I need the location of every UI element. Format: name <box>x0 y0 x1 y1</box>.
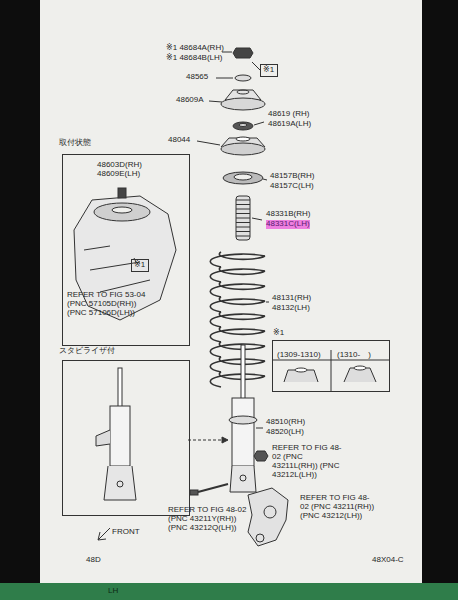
label-slot: 48D <box>86 556 101 565</box>
part-number: 48132(LH) <box>272 304 310 313</box>
label-slot: 48157B(RH) <box>270 172 314 181</box>
reference-note: REFER TO FIG 48-02 (PNC 43211(RH)) (PNC … <box>300 494 378 521</box>
note-text: 48603D(RH) 48609E(LH) <box>97 161 159 179</box>
part-number: 48331B(RH) <box>266 210 310 219</box>
note-table-box: ※1(1309-1310)(1310- ) <box>272 340 390 392</box>
note-text: ※1 <box>263 66 275 75</box>
part-number: 48609A <box>176 96 204 105</box>
label-slot: 48331C(LH) <box>266 220 310 229</box>
part-number: 48331C(LH) <box>266 220 310 229</box>
inset-view-box: スタビライザ付 <box>62 360 190 516</box>
drawing-code: 48X04-C <box>372 556 404 565</box>
label-slot: 48131(RH) <box>272 294 311 303</box>
part-number: ※1 48684B(LH) <box>166 54 223 63</box>
label-slot: 48X04-C <box>372 556 404 565</box>
note-mark-box: ※1 <box>131 259 149 272</box>
reference-note: REFER TO FIG 48-02 (PNC 43211L(RH)) (PNC… <box>272 444 350 480</box>
inset-heading: 取付状態 <box>59 139 91 148</box>
label-slot: REFER TO FIG 48-02 (PNC 43211L(RH)) (PNC… <box>272 444 350 480</box>
part-number: ※1 48684A(RH) <box>166 44 224 53</box>
label-slot: 48044 <box>168 136 190 145</box>
note-text: ※1 <box>134 261 146 270</box>
label-slot: 48510(RH) <box>266 418 305 427</box>
part-number: 48157B(RH) <box>270 172 314 181</box>
drawing-code: FRONT <box>112 528 140 537</box>
label-slot: ※1 48684B(LH) <box>166 54 223 63</box>
part-number: 48157C(LH) <box>270 182 314 191</box>
note-text: REFER TO FIG 53-04 (PNC 57105D(RH)) (PNC… <box>67 291 151 318</box>
part-number: 48510(RH) <box>266 418 305 427</box>
label-slot: LH <box>108 587 118 596</box>
note-text: (1309-1310) <box>277 351 321 360</box>
part-number: 48619 (RH) <box>268 110 309 119</box>
label-slot: 48520(LH) <box>266 428 304 437</box>
label-slot: REFER TO FIG 48-02 (PNC 43211(RH)) (PNC … <box>300 494 378 521</box>
inset-view-box: 取付状態48603D(RH) 48609E(LH)REFER TO FIG 53… <box>62 154 190 346</box>
label-slot: ※1 48684A(RH) <box>166 44 224 53</box>
label-slot: 48157C(LH) <box>270 182 314 191</box>
part-number: 48520(LH) <box>266 428 304 437</box>
part-number: 48619A(LH) <box>268 120 311 129</box>
inset-heading: ※1 <box>273 329 284 338</box>
label-slot: 48331B(RH) <box>266 210 310 219</box>
part-number: 48565 <box>186 73 208 82</box>
label-slot: 48132(LH) <box>272 304 310 313</box>
label-slot: 48609A <box>176 96 204 105</box>
label-slot: FRONT <box>112 528 140 537</box>
label-slot: 48619 (RH) <box>268 110 309 119</box>
reference-note: REFER TO FIG 48-02 (PNC 43211Y(RH)) (PNC… <box>168 506 248 533</box>
part-number: 48044 <box>168 136 190 145</box>
note-mark-box: ※1 <box>260 64 278 77</box>
drawing-code: LH <box>108 587 118 596</box>
label-slot: 48565 <box>186 73 208 82</box>
inset-heading: スタビライザ付 <box>59 347 115 356</box>
drawing-code: 48D <box>86 556 101 565</box>
part-number: 48131(RH) <box>272 294 311 303</box>
label-slot: REFER TO FIG 48-02 (PNC 43211Y(RH)) (PNC… <box>168 506 248 533</box>
note-text: (1310- ) <box>337 351 371 360</box>
label-slot: 48619A(LH) <box>268 120 311 129</box>
